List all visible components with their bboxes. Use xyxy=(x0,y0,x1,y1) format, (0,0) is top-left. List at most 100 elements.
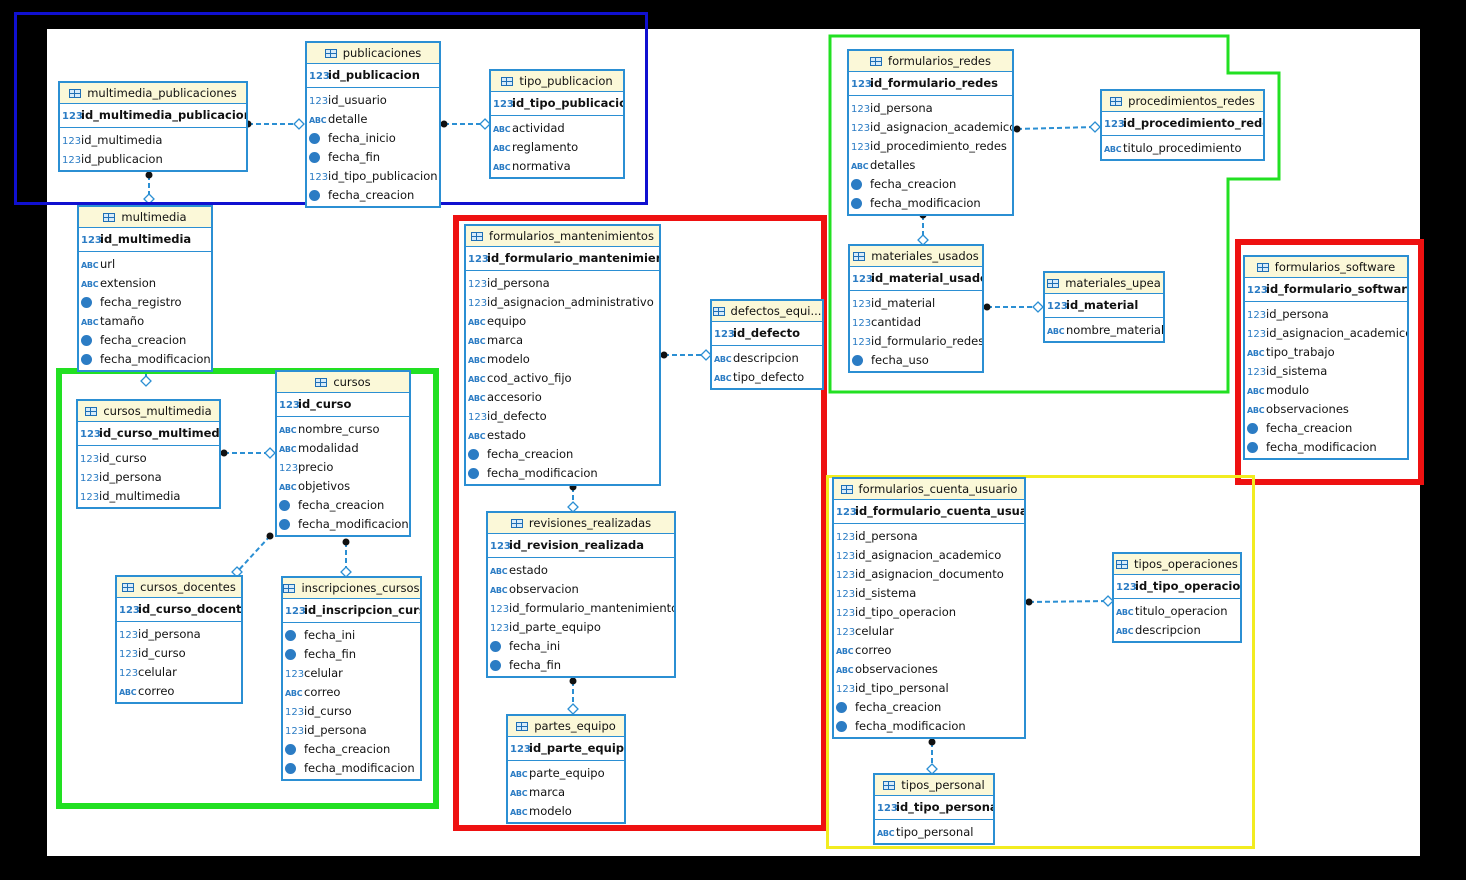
column-row[interactable]: 123id_asignacion_documento xyxy=(834,565,1024,584)
table-header[interactable]: cursos xyxy=(277,372,409,393)
column-row[interactable]: fecha_creacion xyxy=(849,175,1012,194)
column-row[interactable]: 123id_formulario_redes xyxy=(850,332,982,351)
column-row[interactable]: 123id_procedimiento_redes xyxy=(849,137,1012,156)
column-row[interactable]: 123id_defecto xyxy=(466,407,659,426)
column-row[interactable]: 123celular xyxy=(117,663,241,682)
primary-key-row[interactable]: 123id_formulario_redes xyxy=(849,72,1012,96)
column-row[interactable]: fecha_inicio xyxy=(307,129,439,148)
column-row[interactable]: 123id_asignacion_academico xyxy=(1245,324,1407,343)
primary-key-row[interactable]: 123id_publicacion xyxy=(307,64,439,88)
table-header[interactable]: materiales_upea xyxy=(1045,273,1163,294)
table-header[interactable]: multimedia_publicaciones xyxy=(60,83,246,104)
column-row[interactable]: 123id_parte_equipo xyxy=(488,618,674,637)
column-row[interactable]: fecha_creacion xyxy=(834,698,1024,717)
column-row[interactable]: fecha_fin xyxy=(307,148,439,167)
primary-key-row[interactable]: 123id_procedimiento_redes xyxy=(1102,112,1263,136)
column-row[interactable]: 123celular xyxy=(834,622,1024,641)
primary-key-row[interactable]: 123id_tipo_personal xyxy=(875,796,993,820)
column-row[interactable]: 123id_multimedia xyxy=(78,487,219,506)
table-header[interactable]: formularios_software xyxy=(1245,257,1407,278)
primary-key-row[interactable]: 123id_formulario_mantenimiento xyxy=(466,247,659,271)
column-row[interactable]: 123id_persona xyxy=(117,625,241,644)
table-header[interactable]: formularios_cuenta_usuario xyxy=(834,479,1024,500)
column-row[interactable]: fecha_modificacion xyxy=(1245,438,1407,457)
table-header[interactable]: tipo_publicacion xyxy=(491,71,623,92)
column-row[interactable]: fecha_modificacion xyxy=(466,464,659,483)
table-header[interactable]: materiales_usados xyxy=(850,246,982,267)
primary-key-row[interactable]: 123id_curso_multimedia xyxy=(78,422,219,446)
primary-key-row[interactable]: 123id_multimedia_publicaciones xyxy=(60,104,246,128)
primary-key-row[interactable]: 123id_defecto xyxy=(712,322,822,346)
column-row[interactable]: 123id_curso xyxy=(283,702,420,721)
column-row[interactable]: 123id_asignacion_academico xyxy=(849,118,1012,137)
table-header[interactable]: procedimientos_redes xyxy=(1102,91,1263,112)
column-row[interactable]: 123id_tipo_personal xyxy=(834,679,1024,698)
column-row[interactable]: 123id_persona xyxy=(849,99,1012,118)
table-header[interactable]: formularios_mantenimientos xyxy=(466,226,659,247)
table-header[interactable]: formularios_redes xyxy=(849,51,1012,72)
primary-key-row[interactable]: 123id_multimedia xyxy=(79,228,211,252)
column-row[interactable]: fecha_creacion xyxy=(466,445,659,464)
column-row[interactable]: fecha_ini xyxy=(283,626,420,645)
column-row[interactable]: 123id_publicacion xyxy=(60,150,246,169)
column-row[interactable]: 123id_persona xyxy=(283,721,420,740)
primary-key-row[interactable]: 123id_inscripcion_curso xyxy=(283,599,420,623)
primary-key-row[interactable]: 123id_curso xyxy=(277,393,409,417)
column-row[interactable]: fecha_modificacion xyxy=(283,759,420,778)
primary-key-row[interactable]: 123id_formulario_cuenta_usuario xyxy=(834,500,1024,524)
table-header[interactable]: cursos_multimedia xyxy=(78,401,219,422)
column-row[interactable]: 123precio xyxy=(277,458,409,477)
column-row[interactable]: fecha_modificacion xyxy=(834,717,1024,736)
column-row[interactable]: fecha_registro xyxy=(79,293,211,312)
table-header[interactable]: cursos_docentes xyxy=(117,577,241,598)
table-header[interactable]: tipos_personal xyxy=(875,775,993,796)
table-header[interactable]: inscripciones_cursos xyxy=(283,578,420,599)
table-header[interactable]: multimedia xyxy=(79,207,211,228)
primary-key-row[interactable]: 123id_revision_realizada xyxy=(488,534,674,558)
column-row[interactable]: 123id_sistema xyxy=(834,584,1024,603)
column-row[interactable]: 123id_asignacion_administrativo xyxy=(466,293,659,312)
column-row[interactable]: fecha_creacion xyxy=(1245,419,1407,438)
